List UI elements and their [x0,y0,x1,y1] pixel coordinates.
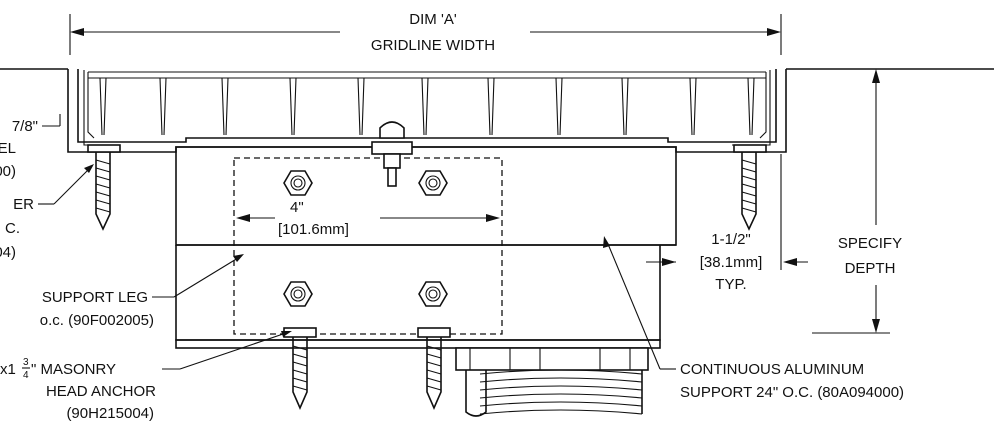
leader-support-leg [152,254,244,298]
support-leg-label: SUPPORT LEG [42,289,148,306]
dim-4in-label: 4" [290,199,304,216]
anchor-label-suffix: " MASONRY [31,361,116,378]
anchor-label-prefix: x1 [0,361,16,378]
leader-anchor [162,331,292,370]
leader-continuous-aluminum [603,236,676,370]
left-top-label-1: 7/8" [12,118,38,135]
left-top-label-3: 00) [0,163,16,180]
dim-4in [236,214,500,222]
anchor-label: x1 3 4 " MASONRY [0,357,116,381]
dim-1-5in-label: 1-1/2" [711,231,751,248]
support-leg-dashed [233,157,503,335]
hex-nut-lower-left [283,281,313,307]
left-mid-label-3: 04) [0,244,16,261]
surface-line [0,68,994,334]
dim-a-label: DIM 'A' [409,11,457,28]
left-mid-label-2: C. [5,220,20,237]
screw-left-top [87,144,121,231]
dim-1-5in [646,154,808,270]
threaded-collar [455,347,649,417]
left-top-label-2: EL [0,140,16,157]
screw-bottom-right [417,327,451,410]
dim-a-dimension [69,14,782,55]
screw-bottom-left [283,327,317,410]
leader-left-mid [38,164,94,205]
anchor-head-label: HEAD ANCHOR [46,383,156,400]
support-leg-spacing-label: o.c. (90F002005) [40,312,154,329]
anchor-frac-num: 3 [23,357,29,368]
leader-left-top [42,114,61,127]
support-spacing-label: SUPPORT 24" O.C. (80A094000) [680,384,904,401]
gridline-width-label: GRIDLINE WIDTH [371,37,495,54]
depth-label: DEPTH [845,260,896,277]
continuous-aluminum-label: CONTINUOUS ALUMINUM [680,361,864,378]
anchor-part-number: (90H215004) [66,405,154,422]
hex-nut-lower-right [418,281,448,307]
specify-label: SPECIFY [838,235,902,252]
grille-blades [99,77,755,136]
top-bolt [371,121,413,187]
support-body [175,146,677,349]
dim-1-5in-typ-label: TYP. [715,276,746,293]
dim-1-5in-metric-label: [38.1mm] [700,254,763,271]
specify-depth-dimension [872,69,880,333]
anchor-frac-den: 4 [23,370,29,381]
hex-nut-upper-left [283,170,313,196]
left-mid-label-1: ER [13,196,34,213]
hex-nut-upper-right [418,170,448,196]
dim-4in-metric-label: [101.6mm] [278,221,349,238]
grille-frame [67,69,787,153]
screw-right-top [733,144,767,231]
